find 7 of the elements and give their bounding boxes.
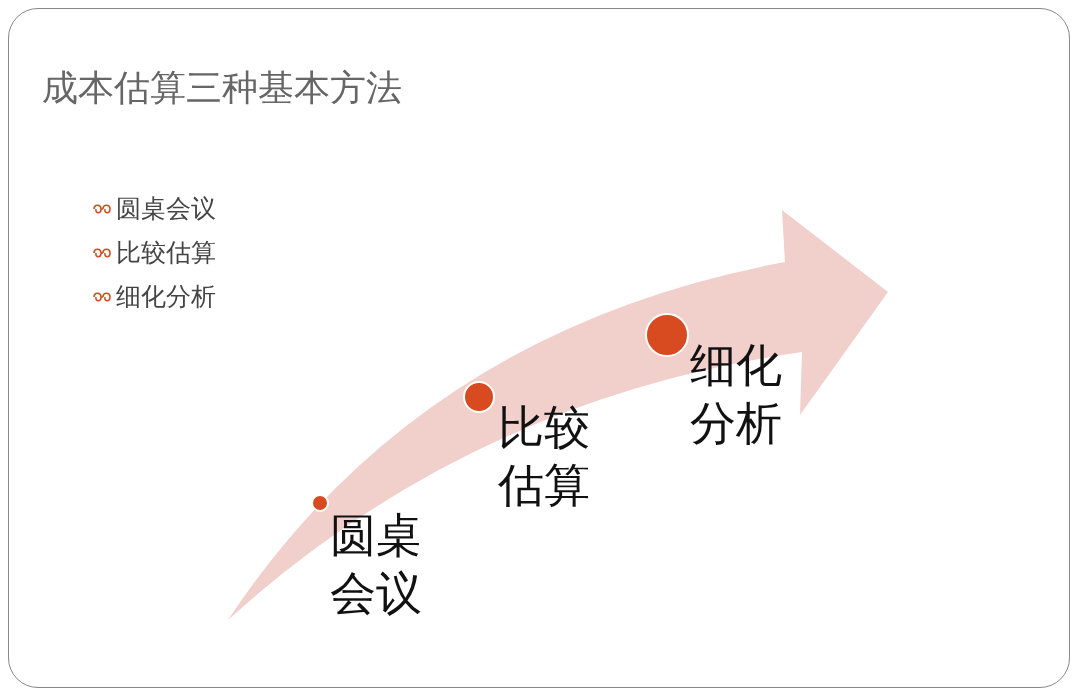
slide-title: 成本估算三种基本方法	[42, 66, 402, 110]
bullet-item: 圆桌会议	[116, 193, 216, 225]
step-label: 比较估算	[498, 399, 591, 514]
bullet-item: 比较估算	[116, 237, 216, 269]
step-label: 细化分析	[690, 337, 783, 452]
bullet-item: 细化分析	[116, 281, 216, 313]
step-label: 圆桌会议	[330, 507, 423, 622]
